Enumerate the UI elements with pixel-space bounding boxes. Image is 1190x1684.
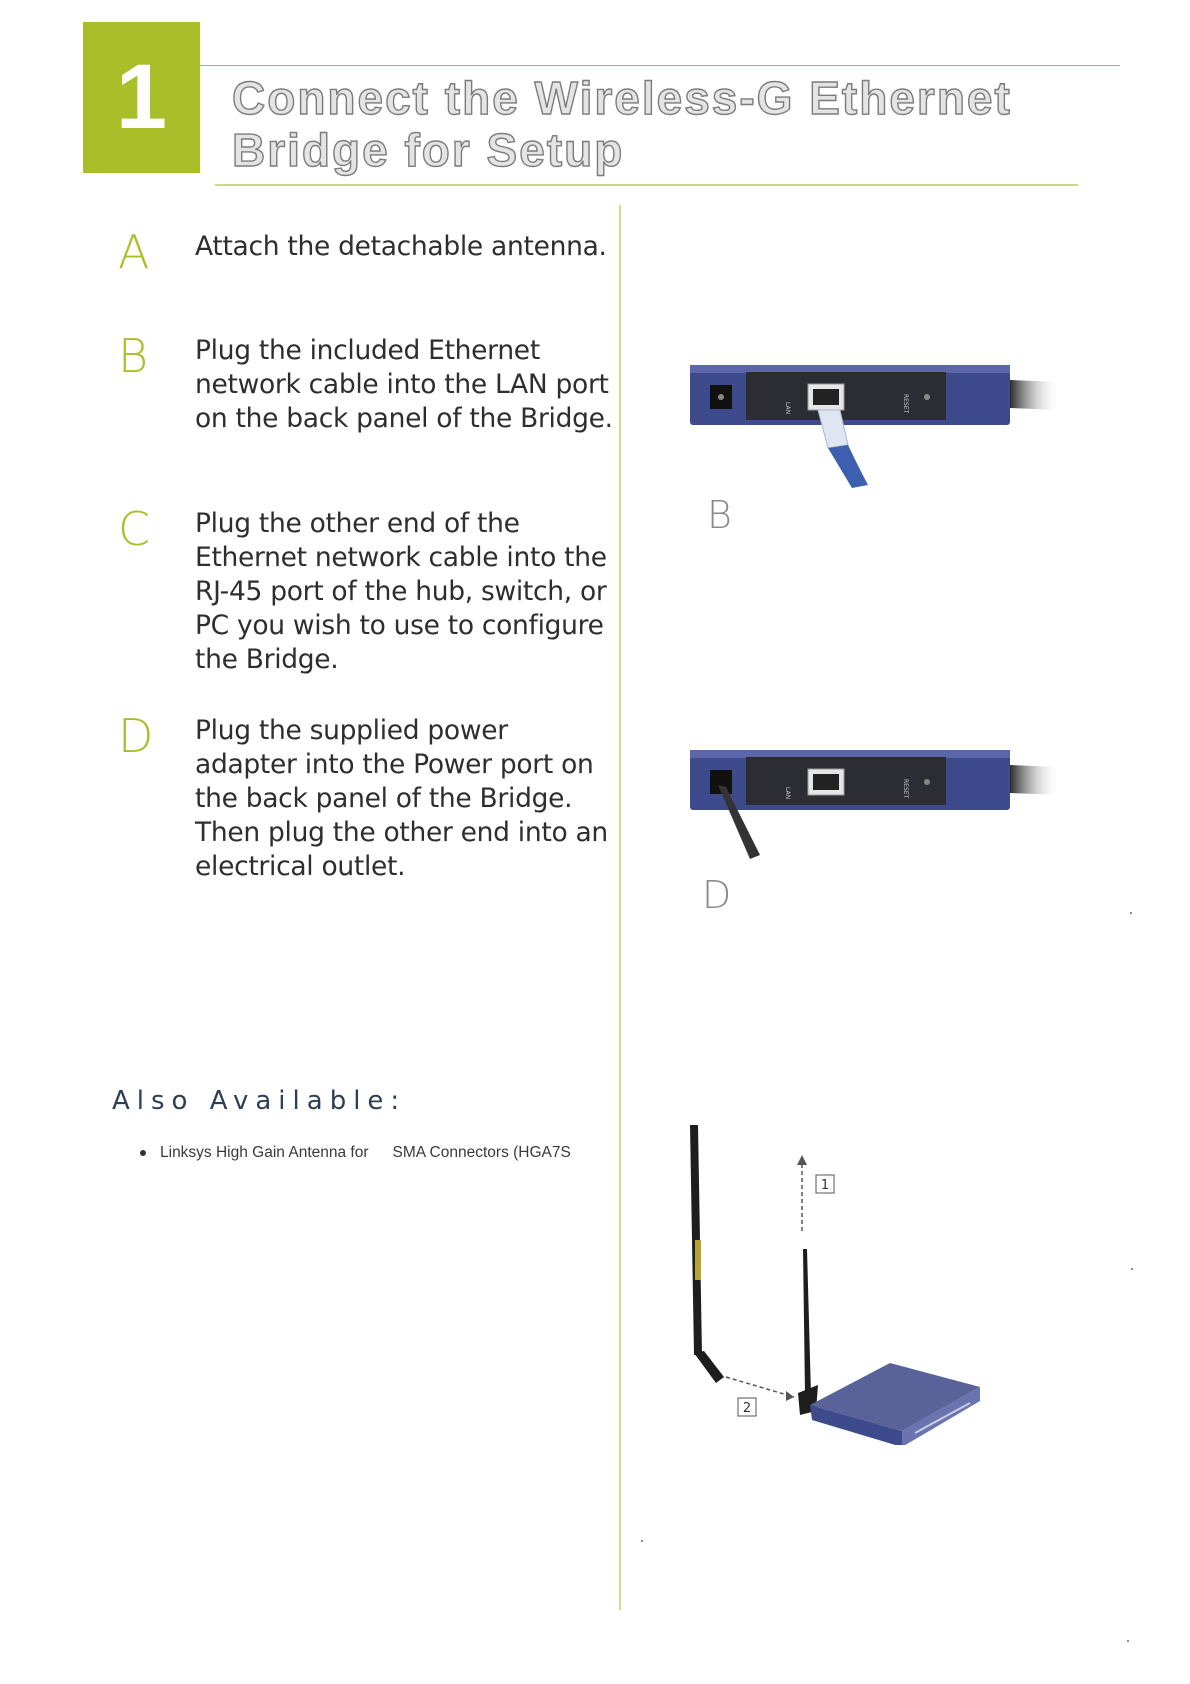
reset-button — [924, 394, 930, 400]
step-text: Plug the included Ethernet network cable… — [195, 335, 613, 434]
device-top-edge — [690, 750, 1010, 758]
figure-b-back-panel-ethernet: LAN RESET — [690, 365, 1060, 488]
figure-b-label: B — [707, 493, 732, 537]
power-cord — [718, 785, 760, 859]
callout-1: 1 — [821, 1178, 829, 1193]
also-available-item: Linksys High Gain Antenna for SMA Connec… — [140, 1144, 571, 1162]
lan-port-label: LAN — [784, 402, 791, 414]
step-letter: A — [118, 225, 150, 279]
scan-speck — [641, 1540, 643, 1542]
callout-1-box — [815, 1174, 835, 1194]
callout-2-box — [737, 1397, 757, 1417]
power-cord-rear — [1010, 380, 1060, 410]
scan-speck — [1131, 1268, 1133, 1270]
step-letter: C — [118, 502, 151, 556]
device-top-edge — [690, 365, 1010, 373]
step-letter: B — [118, 329, 149, 383]
page-title-line-1: Connect the Wireless-G Ethernet — [231, 71, 1012, 124]
cord-rear — [1010, 765, 1060, 795]
page-title-line-2: Bridge for Setup — [231, 123, 625, 176]
scan-speck — [1127, 1640, 1129, 1642]
step-text: Attach the detachable antenna. — [195, 231, 607, 262]
arrow-2-head — [786, 1391, 794, 1401]
arrow-1-head — [797, 1155, 807, 1165]
arrow-2-line — [725, 1376, 795, 1398]
header-rule-top — [200, 65, 1120, 66]
scan-speck — [1130, 912, 1132, 914]
reset-port-label: RESET — [902, 394, 909, 414]
also-available-item-part2: SMA Connectors (HGA7S — [392, 1144, 571, 1161]
reset-port-label: RESET — [902, 779, 909, 799]
also-available-title: Also Available: — [112, 1086, 407, 1116]
ethernet-cable — [828, 445, 868, 488]
step-letter: D — [118, 709, 154, 763]
figure-d-back-panel-power: LAN RESET — [690, 750, 1060, 859]
device-rear-panel — [746, 757, 946, 805]
figure-d-label: D — [702, 873, 732, 917]
antenna-label-strip — [695, 1240, 701, 1280]
also-available-list: Linksys High Gain Antenna for SMA Connec… — [140, 1144, 571, 1162]
column-divider — [619, 205, 621, 1610]
lan-port-label: LAN — [784, 787, 791, 799]
device-rear-panel — [746, 372, 946, 420]
also-available-item-part1: Linksys High Gain Antenna for — [160, 1144, 369, 1161]
step-text: Plug the other end of the Ethernet netwo… — [195, 508, 607, 675]
callout-2: 2 — [743, 1401, 751, 1416]
bridge-top — [810, 1363, 980, 1431]
page-title: Connect the Wireless-G Ethernet Bridge f… — [231, 71, 1092, 176]
antenna-hinge — [694, 1351, 724, 1383]
step-number: 1 — [115, 46, 168, 148]
header-rule-bottom — [215, 184, 1078, 186]
bridge-front — [810, 1405, 902, 1445]
stock-antenna — [803, 1249, 811, 1395]
bridge-panel-strip — [914, 1402, 971, 1434]
reset-button — [924, 779, 930, 785]
step-text: Plug the supplied power adapter into the… — [195, 715, 608, 882]
step-number-badge: 1 — [83, 22, 200, 173]
figure-a-antenna-attach: 1 2 — [690, 1125, 980, 1445]
bullet-icon — [140, 1150, 146, 1156]
